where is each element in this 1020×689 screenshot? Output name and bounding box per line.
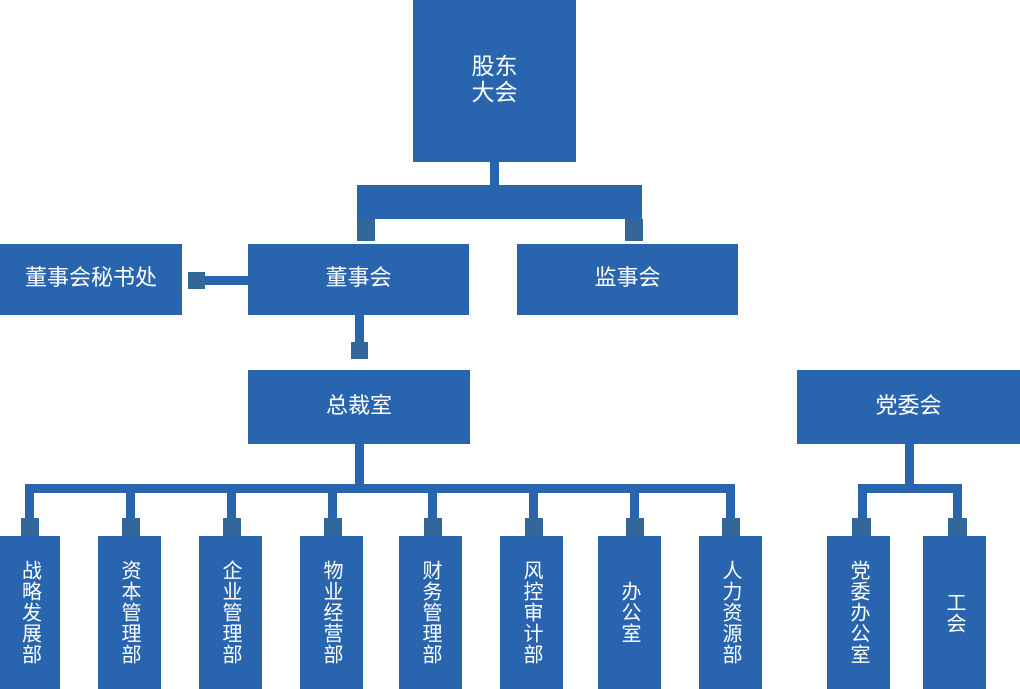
node-label: 监事会 [594, 266, 661, 292]
connector-drop-dept-1 [25, 493, 34, 520]
node-label: 战略发展部 [18, 560, 43, 665]
node-label: 工会 [943, 591, 967, 634]
connector-president-down [355, 444, 364, 484]
node-label: 党委会 [875, 393, 942, 419]
node-financial-management[interactable]: 财务管理部 [399, 536, 462, 689]
node-label: 办公室 [618, 581, 642, 644]
connector-stub-dept-7 [626, 518, 644, 536]
node-label: 企业管理部 [219, 560, 243, 665]
connector-drop-dept-7 [630, 493, 639, 520]
connector-board-to-president [355, 315, 364, 342]
connector-drop-dept-8 [726, 493, 735, 520]
node-label: 财务管理部 [419, 560, 443, 665]
node-strategy-development[interactable]: 战略发展部 [0, 536, 60, 689]
node-capital-management[interactable]: 资本管理部 [98, 536, 161, 689]
node-label: 资本管理部 [118, 560, 142, 665]
connector-bus-level1 [357, 185, 642, 219]
connector-stub-dept-2 [122, 518, 140, 536]
connector-stub-dept-3 [223, 518, 241, 536]
node-board-of-directors[interactable]: 董事会 [248, 244, 469, 315]
connector-drop-dept-3 [227, 493, 236, 520]
node-label: 党委办公室 [847, 560, 871, 665]
node-human-resources[interactable]: 人力资源部 [699, 536, 762, 689]
connector-stub-party-2 [948, 518, 967, 536]
node-presidents-office[interactable]: 总裁室 [248, 370, 470, 444]
connector-stub-presidents-office [351, 342, 368, 359]
node-label: 董事会 [325, 266, 392, 292]
connector-stub-party-1 [852, 518, 871, 536]
connector-shareholders-down [490, 162, 499, 185]
node-labor-union[interactable]: 工会 [923, 536, 986, 689]
node-party-committee[interactable]: 党委会 [797, 370, 1020, 444]
connector-drop-dept-2 [126, 493, 135, 520]
node-label: 股东 大会 [471, 54, 518, 106]
connector-bus-party-units [858, 484, 962, 493]
connector-party-down [905, 444, 914, 484]
connector-stub-board-of-supervisors [625, 219, 643, 241]
node-board-secretariat[interactable]: 董事会秘书处 [0, 244, 182, 315]
connector-stub-dept-1 [21, 518, 39, 536]
connector-stub-board-of-directors [357, 219, 375, 241]
node-label: 总裁室 [325, 393, 392, 419]
connector-drop-dept-5 [428, 493, 437, 520]
node-label: 风控审计部 [520, 560, 544, 665]
connector-drop-dept-4 [328, 493, 337, 520]
connector-stub-dept-8 [722, 518, 740, 536]
node-party-committee-office[interactable]: 党委办公室 [827, 536, 890, 689]
node-property-operations[interactable]: 物业经营部 [300, 536, 363, 689]
connector-drop-party-1 [858, 493, 867, 520]
connector-drop-dept-6 [529, 493, 538, 520]
node-label: 人力资源部 [719, 560, 743, 665]
node-label: 物业经营部 [320, 560, 344, 665]
connector-stub-dept-6 [525, 518, 543, 536]
node-risk-control-audit[interactable]: 风控审计部 [500, 536, 563, 689]
node-general-office[interactable]: 办公室 [598, 536, 661, 689]
connector-secretariat-to-board [205, 276, 250, 285]
connector-drop-party-2 [953, 493, 962, 520]
node-enterprise-management[interactable]: 企业管理部 [199, 536, 262, 689]
node-shareholders-meeting[interactable]: 股东 大会 [413, 0, 576, 162]
connector-bus-departments [25, 484, 735, 493]
connector-stub-dept-4 [324, 518, 342, 536]
connector-stub-dept-5 [424, 518, 442, 536]
node-label: 董事会秘书处 [24, 266, 157, 292]
node-board-of-supervisors[interactable]: 监事会 [517, 244, 738, 315]
connector-stub-secretariat [188, 272, 205, 289]
